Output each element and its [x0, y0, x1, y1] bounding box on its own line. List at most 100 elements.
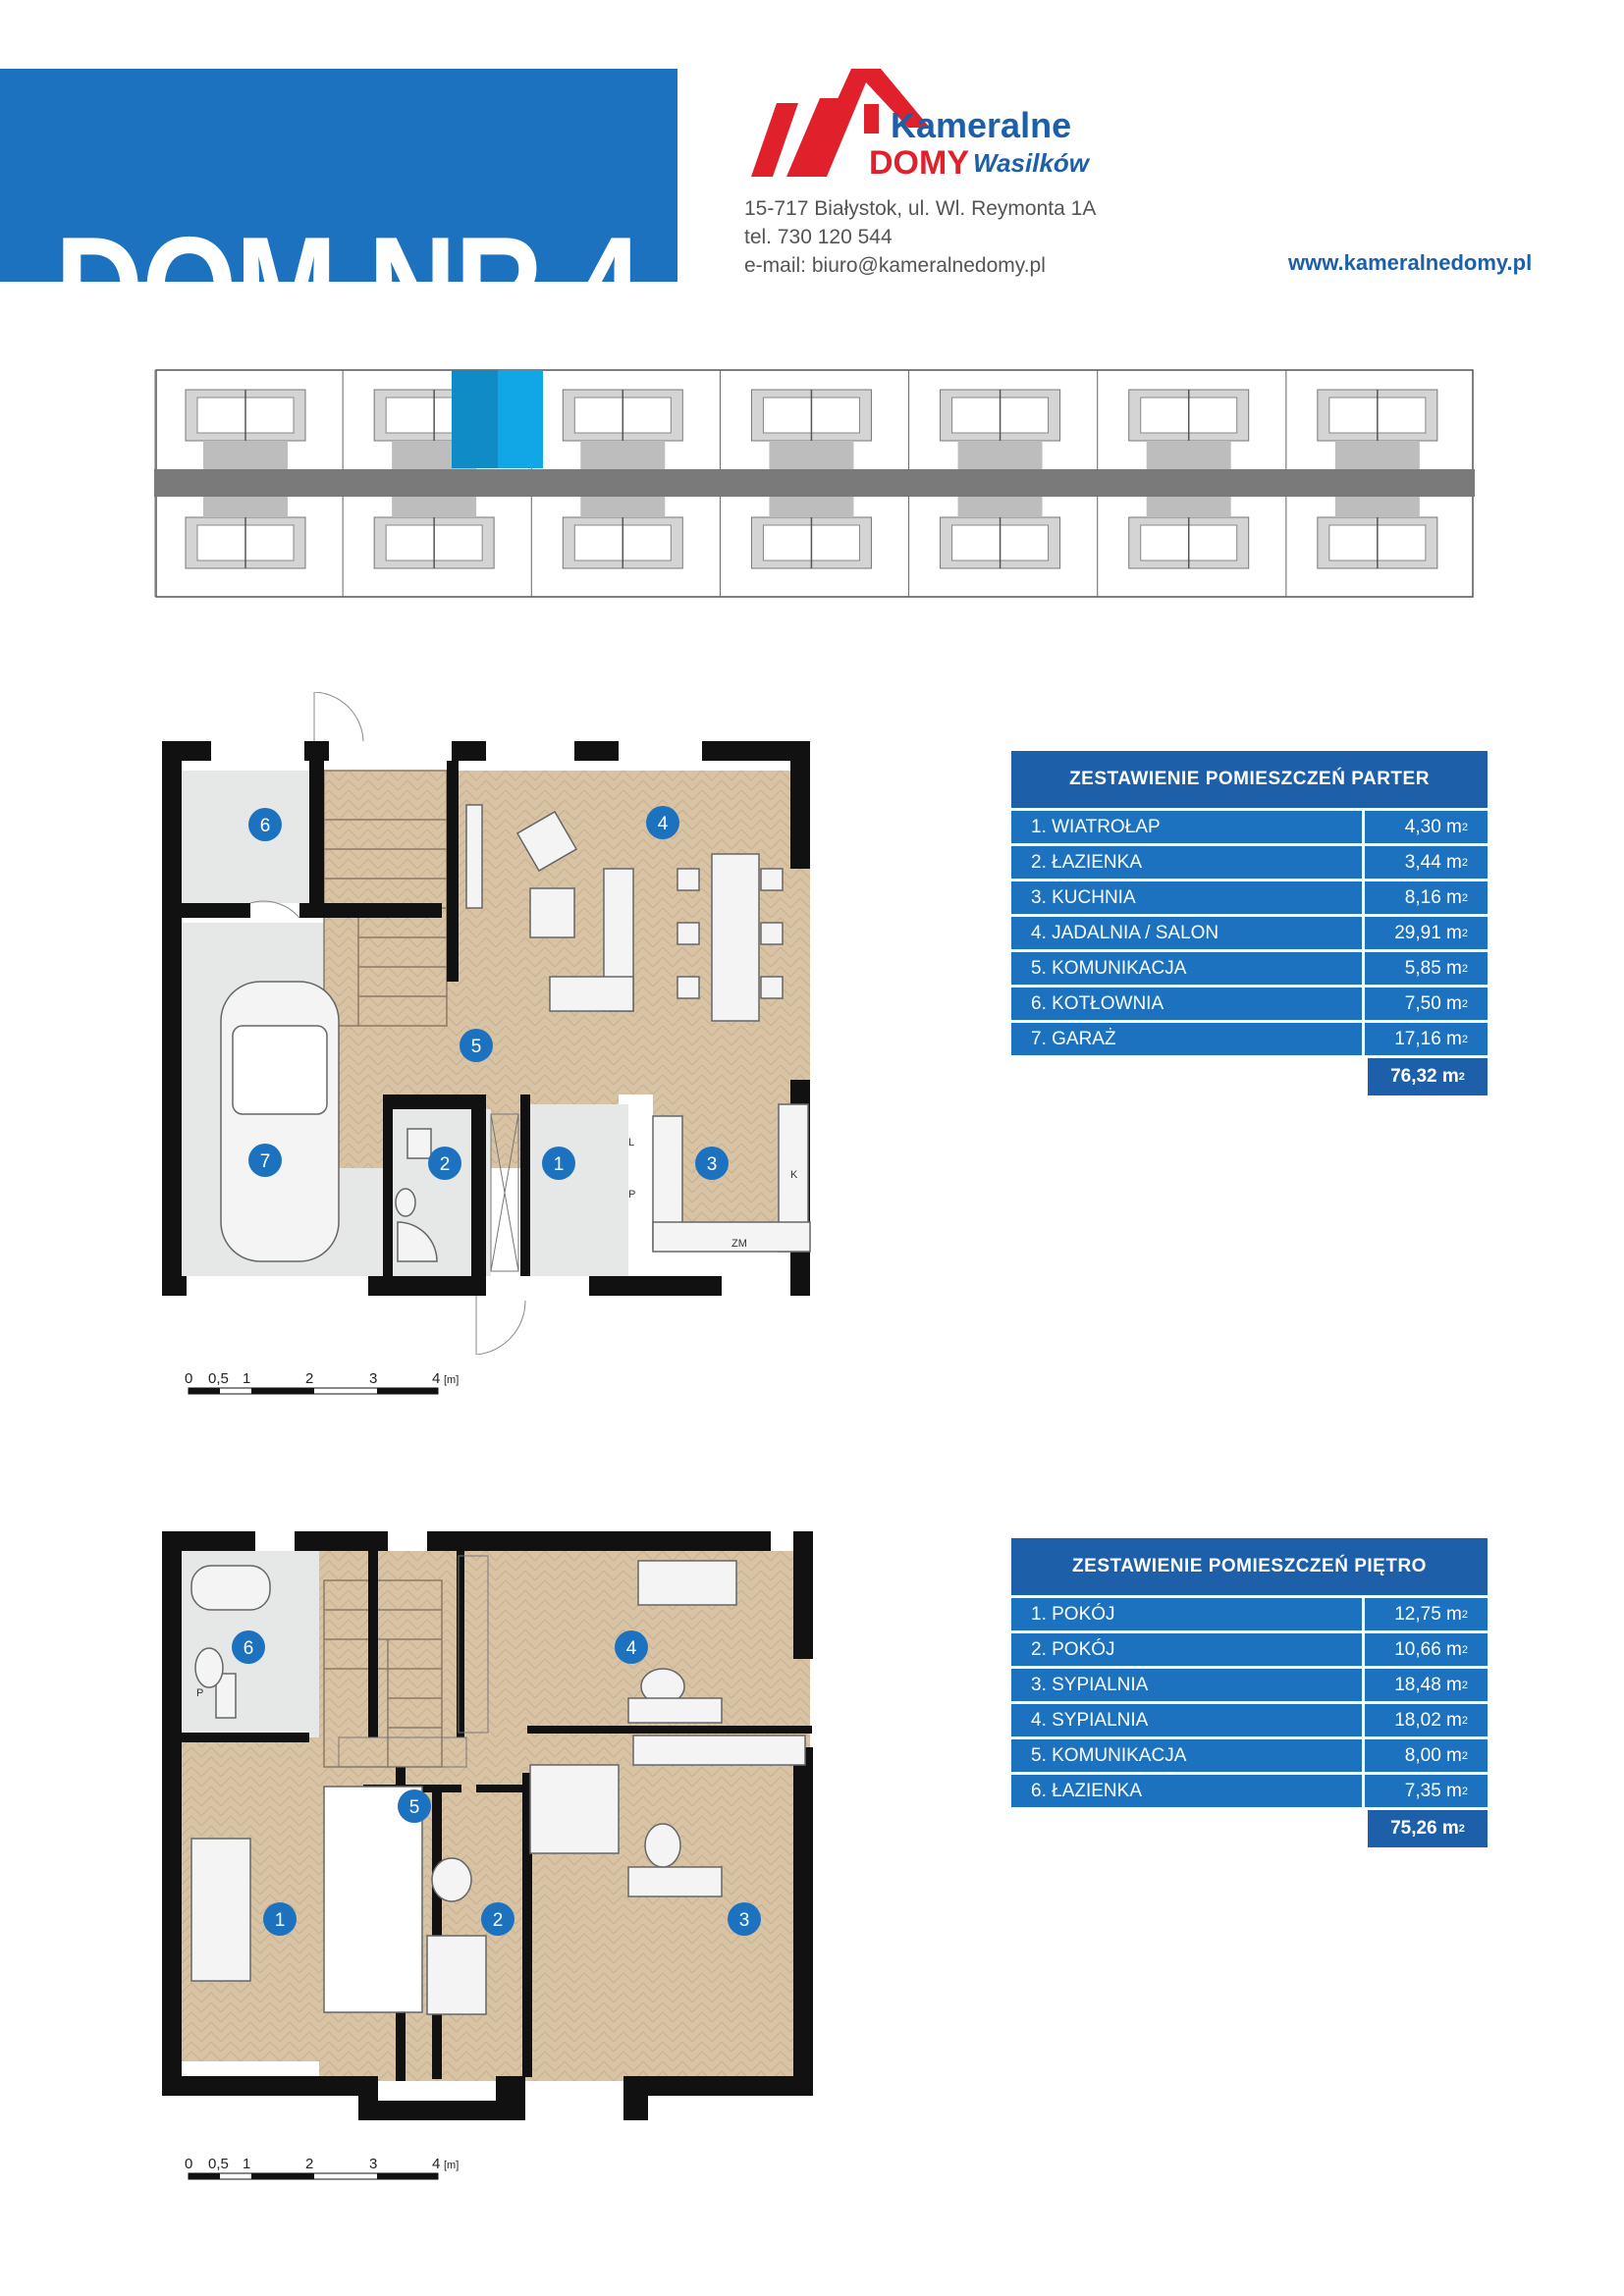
scale-tick-2: 2	[305, 1370, 313, 1387]
scale2-tick-05: 0,5	[208, 2156, 229, 2172]
scale2-tick-3: 3	[369, 2156, 377, 2172]
room-area-value: 4,30 m	[1404, 816, 1462, 837]
scale-tick-0: 0	[185, 1370, 192, 1387]
room-marker-1-label: 1	[554, 1154, 565, 1175]
room-name: 4. SYPIALNIA	[1011, 1704, 1362, 1736]
ground-floor-table-title: ZESTAWIENIE POMIESZCZEŃ PARTER	[1011, 751, 1488, 808]
logo-text-kameralne: Kameralne	[891, 105, 1071, 145]
room-area-value: 18,48 m	[1394, 1674, 1462, 1695]
first-floor-table-title: ZESTAWIENIE POMIESZCZEŃ PIĘTRO	[1011, 1538, 1488, 1595]
logo-text-wasilkow: Wasilków	[973, 148, 1091, 178]
room-area-value: 7,35 m	[1404, 1780, 1462, 1801]
room-marker-5	[460, 1029, 493, 1062]
site-plan	[153, 368, 1475, 599]
fixture-label-l: L	[628, 1137, 634, 1148]
room-area-value: 7,50 m	[1404, 992, 1462, 1014]
upper-room-marker-4	[615, 1630, 648, 1664]
room-marker-6-label: 6	[260, 816, 271, 836]
ground-floor-room-table: ZESTAWIENIE POMIESZCZEŃ PARTER 1. WIATRO…	[1011, 751, 1488, 1095]
upper-room-marker-1	[263, 1902, 297, 1936]
website-link[interactable]: www.kameralnedomy.pl	[1288, 250, 1533, 275]
room-name: 2. ŁAZIENKA	[1011, 846, 1362, 879]
room-marker-1	[542, 1147, 575, 1180]
room-name: 7. GARAŻ	[1011, 1023, 1362, 1055]
fixture-label-zm: ZM	[731, 1238, 747, 1250]
site-lots	[153, 370, 1438, 597]
room-area-value: 8,00 m	[1404, 1744, 1462, 1766]
upper-room-marker-3	[728, 1902, 761, 1936]
room-marker-2	[428, 1147, 461, 1180]
upper-room-marker-2	[481, 1902, 514, 1936]
room-name: 4. JADALNIA / SALON	[1011, 917, 1362, 949]
room-name: 6. KOTŁOWNIA	[1011, 988, 1362, 1020]
ground-floor-total-value: 76,32 m	[1390, 1066, 1459, 1087]
room-marker-4	[646, 806, 679, 839]
room-name: 1. POKÓJ	[1011, 1598, 1362, 1630]
logo-text-domy: DOMY	[869, 144, 969, 182]
upper-room-marker-5	[398, 1789, 431, 1823]
title-banner: DOM NR 4	[0, 69, 677, 282]
ground-floor-plan: L P K ZM 6 4 5 7 2 1 3	[162, 691, 844, 1356]
first-floor-scale-bar: 0 0,5 1 2 3 4 [m]	[157, 2150, 471, 2189]
scale2-tick-2: 2	[305, 2156, 313, 2172]
room-name: 3. KUCHNIA	[1011, 881, 1362, 914]
room-area-value: 10,66 m	[1394, 1638, 1462, 1660]
house-title: DOM NR 4	[55, 215, 642, 282]
scale2-tick-0: 0	[185, 2156, 192, 2172]
address: 15-717 Białystok, ul. Wl. Reymonta 1A	[744, 197, 1097, 220]
room-name: 6. ŁAZIENKA	[1011, 1775, 1362, 1807]
ground-floor-scale-bar: 0 0,5 1 2 3 4 [m]	[157, 1364, 471, 1404]
room-area-value: 8,16 m	[1404, 886, 1462, 908]
upper-room-marker-1-label: 1	[275, 1910, 286, 1931]
upper-room-marker-2-label: 2	[493, 1910, 504, 1931]
phone: tel. 730 120 544	[744, 226, 893, 248]
upper-room-marker-6	[232, 1630, 265, 1664]
room-marker-7-label: 7	[260, 1151, 271, 1172]
room-marker-4-label: 4	[658, 814, 669, 834]
room-marker-6	[248, 808, 282, 841]
scale-tick-4: 4	[432, 1370, 440, 1387]
fixture-label-p: P	[628, 1189, 635, 1201]
upper-fixture-label-p: P	[196, 1687, 203, 1699]
room-name: 2. POKÓJ	[1011, 1633, 1362, 1666]
company-logo: Kameralne DOMY Wasilków	[741, 69, 1095, 187]
room-name: 1. WIATROŁAP	[1011, 811, 1362, 843]
room-area-value: 18,02 m	[1394, 1709, 1462, 1731]
room-marker-5-label: 5	[471, 1037, 482, 1057]
upper-room-marker-5-label: 5	[409, 1797, 420, 1818]
upper-room-marker-6-label: 6	[244, 1638, 254, 1659]
room-name: 5. KOMUNIKACJA	[1011, 952, 1362, 985]
email: e-mail: biuro@kameralnedomy.pl	[744, 254, 1046, 277]
scale-unit: [m]	[444, 1374, 459, 1386]
contact-block: 15-717 Białystok, ul. Wl. Reymonta 1A te…	[744, 194, 1096, 280]
room-area-value: 5,85 m	[1404, 957, 1462, 979]
scale2-tick-1: 1	[243, 2156, 250, 2172]
room-area-value: 29,91 m	[1394, 922, 1462, 943]
scale-tick-3: 3	[369, 1370, 377, 1387]
room-marker-2-label: 2	[440, 1154, 451, 1175]
fixture-label-k: K	[790, 1169, 798, 1181]
